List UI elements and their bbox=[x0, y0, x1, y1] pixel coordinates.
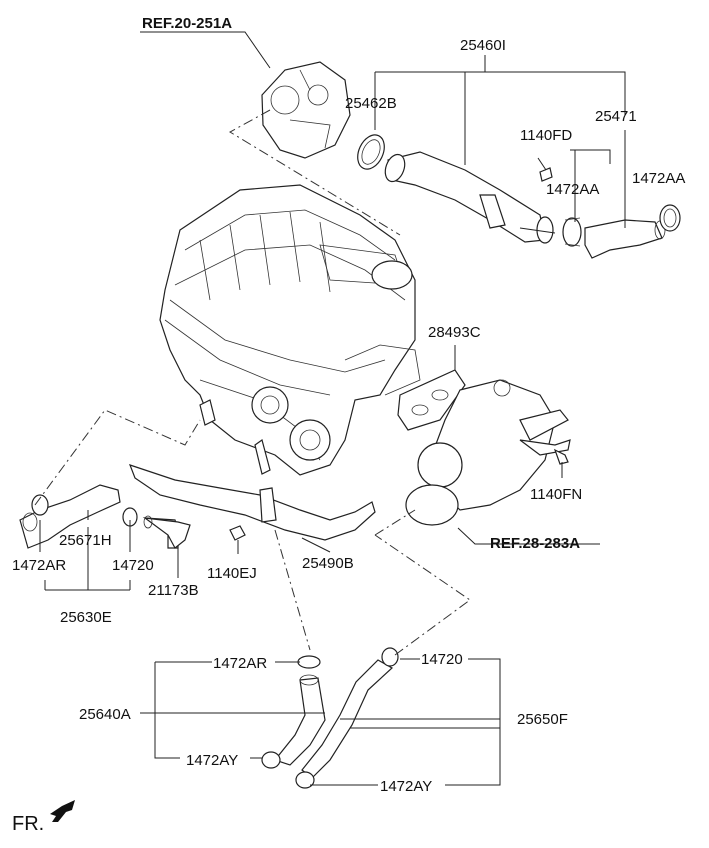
clamp-1472AR-bottom bbox=[297, 655, 321, 669]
pipe-25490B bbox=[128, 464, 376, 541]
fr-label: FR. bbox=[12, 813, 44, 835]
ref-right: REF.28-283A bbox=[490, 535, 580, 552]
label-1472AR-left: 1472AR bbox=[12, 557, 66, 574]
label-1472AY-right: 1472AY bbox=[380, 778, 432, 795]
ref-top: REF.20-251A bbox=[142, 15, 232, 32]
label-14720-left: 14720 bbox=[112, 557, 154, 574]
intake-pipe-25460I bbox=[384, 151, 554, 244]
label-25462B: 25462B bbox=[345, 95, 397, 112]
part-labels: REF.20-251A 25460I 25462B 25471 1140FD 1… bbox=[12, 15, 685, 795]
label-25490B: 25490B bbox=[302, 555, 354, 572]
fitting-21173B bbox=[142, 515, 191, 549]
bolt-1140FN bbox=[553, 448, 569, 478]
label-28493C: 28493C bbox=[428, 324, 481, 341]
label-25471: 25471 bbox=[595, 108, 637, 125]
engine-assembly bbox=[159, 184, 421, 476]
front-direction-arrow-icon bbox=[50, 800, 75, 822]
label-14720-bottom: 14720 bbox=[421, 651, 463, 668]
label-1472AR-bottom: 1472AR bbox=[213, 655, 267, 672]
clamp-1472AA-b bbox=[659, 204, 681, 232]
clamp-1472AY-right bbox=[295, 771, 315, 789]
label-1472AA-b: 1472AA bbox=[632, 170, 685, 187]
label-25640A: 25640A bbox=[79, 706, 131, 723]
label-25630E: 25630E bbox=[60, 609, 112, 626]
bolt-1140EJ bbox=[229, 525, 246, 554]
bolt-1140FD bbox=[537, 157, 553, 182]
clamp-14720-bottom bbox=[381, 647, 399, 667]
label-1140EJ: 1140EJ bbox=[207, 565, 257, 582]
gasket-25462B bbox=[357, 134, 385, 170]
hose-25640A bbox=[273, 674, 326, 766]
phantom-lines bbox=[34, 109, 471, 656]
thermostat-housing bbox=[405, 379, 571, 526]
clamp-1472AY-left bbox=[261, 751, 281, 769]
label-25650F: 25650F bbox=[517, 711, 568, 728]
turbo-housing bbox=[261, 61, 351, 159]
label-25460I: 25460I bbox=[460, 37, 506, 54]
hose-25671H bbox=[19, 484, 121, 549]
leader-lines bbox=[39, 31, 626, 786]
label-21173B: 21173B bbox=[148, 582, 199, 599]
clamp-1472AA-a bbox=[562, 217, 582, 247]
orientation-indicator: FR. bbox=[12, 800, 75, 835]
label-1472AA-a: 1472AA bbox=[546, 181, 599, 198]
label-1140FN: 1140FN bbox=[530, 486, 582, 503]
label-1472AY-left: 1472AY bbox=[186, 752, 238, 769]
label-1140FD: 1140FD bbox=[520, 127, 572, 144]
label-25671H: 25671H bbox=[59, 532, 112, 549]
